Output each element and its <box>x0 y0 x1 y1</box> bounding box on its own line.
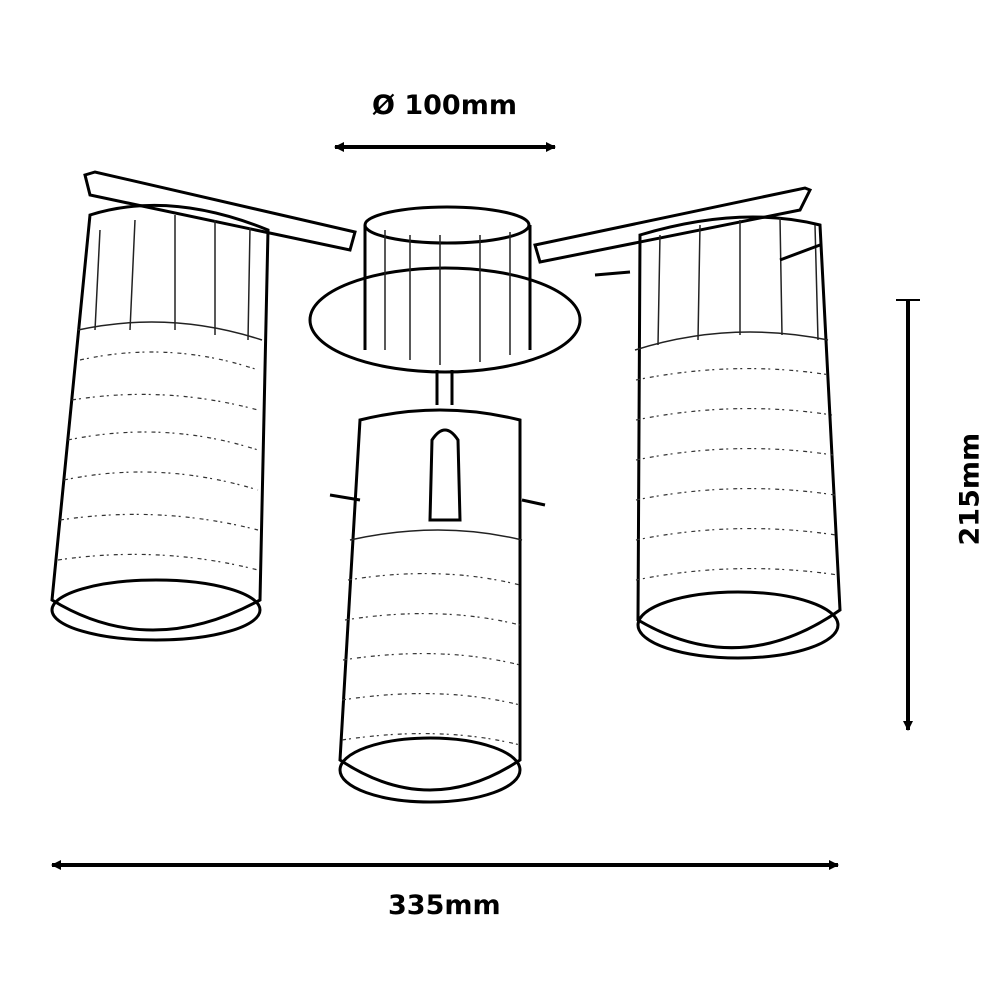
height-label: 215mm <box>954 432 986 546</box>
width-label: 335mm <box>388 890 501 921</box>
right-glass-shade <box>594 215 842 660</box>
left-glass-shade <box>50 203 270 642</box>
lamp-arms <box>83 170 813 264</box>
diameter-label: Ø 100mm <box>372 90 517 121</box>
ceiling-canopy <box>308 205 582 405</box>
center-glass-shade <box>329 408 546 804</box>
